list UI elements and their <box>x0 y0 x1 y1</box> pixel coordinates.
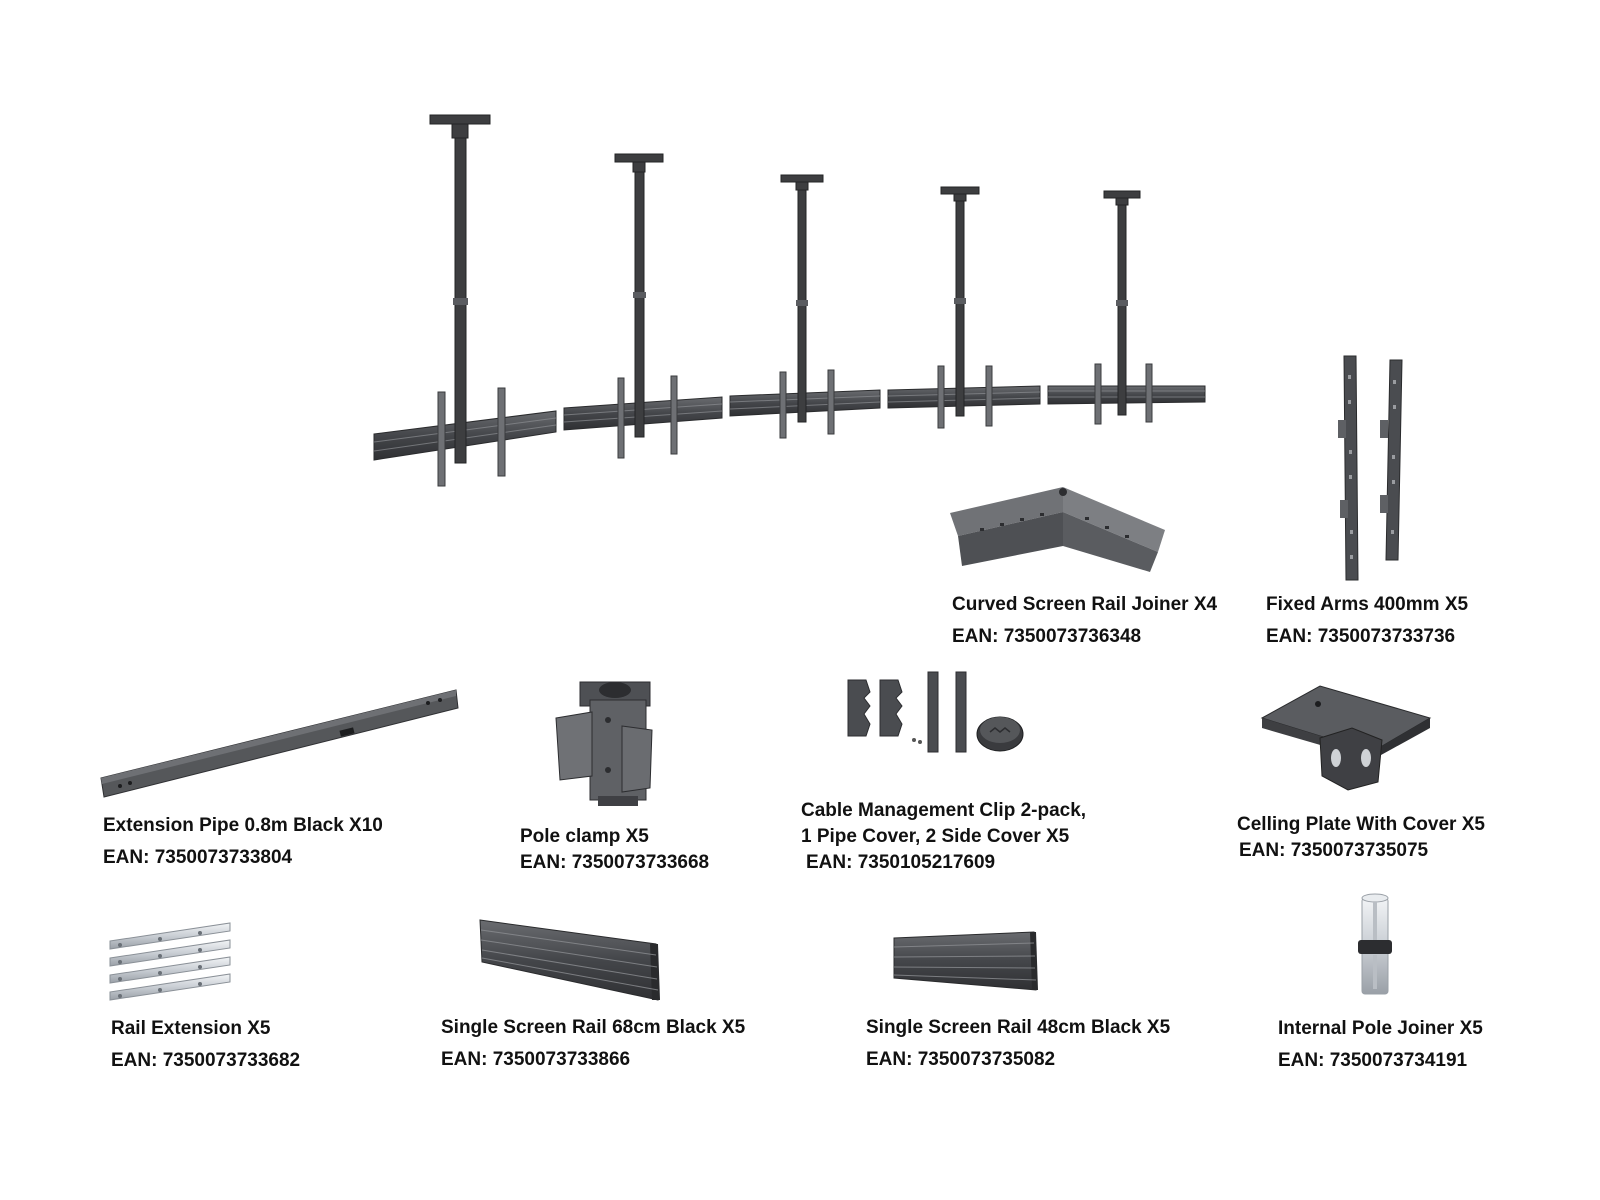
product-ean: EAN: 7350073736348 <box>952 626 1142 647</box>
product-name: Fixed Arms 400mm X5 <box>1266 594 1469 615</box>
product-name: Single Screen Rail 68cm Black X5 <box>441 1017 746 1038</box>
internal-pole-joiner-icon <box>1358 893 1392 995</box>
product-name: Internal Pole Joiner X5 <box>1278 1018 1483 1039</box>
product-name-line2: 1 Pipe Cover, 2 Side Cover X5 <box>801 826 1070 847</box>
product-label: Extension Pipe 0.8m Black X10 EAN: 73500… <box>103 813 383 871</box>
ceiling-plate-icon <box>1260 685 1432 791</box>
product-label: Internal Pole Joiner X5 EAN: 73500737341… <box>1278 1016 1483 1074</box>
product-label: Single Screen Rail 68cm Black X5 EAN: 73… <box>441 1015 745 1073</box>
product-name: Single Screen Rail 48cm Black X5 <box>866 1017 1171 1038</box>
product-ean: EAN: 7350073733804 <box>103 847 293 868</box>
product-label: Cable Management Clip 2-pack, 1 Pipe Cov… <box>801 798 1086 876</box>
product-label: Pole clamp X5 EAN: 7350073733668 <box>520 824 709 876</box>
product-name-line1: Cable Management Clip 2-pack, <box>801 800 1087 821</box>
product-label: Rail Extension X5 EAN: 7350073733682 <box>111 1016 300 1074</box>
product-name: Extension Pipe 0.8m Black X10 <box>103 815 383 836</box>
extension-pipe-icon <box>100 689 459 798</box>
product-ean: EAN: 7350073733736 <box>1266 626 1456 647</box>
fixed-arms-icon <box>1338 355 1403 581</box>
rail-extension-icon <box>109 922 231 1001</box>
product-label: Single Screen Rail 48cm Black X5 EAN: 73… <box>866 1015 1170 1073</box>
curved-screen-rail-joiner-icon <box>950 487 1165 572</box>
product-ean: EAN: 7350073733866 <box>441 1049 631 1070</box>
product-ean: EAN: 7350105217609 <box>806 852 996 873</box>
ceiling-mount-assembly-icon <box>373 114 1206 487</box>
single-screen-rail-68-icon <box>479 919 660 1001</box>
pole-clamp-icon <box>555 681 653 806</box>
product-name: Pole clamp X5 <box>520 826 649 847</box>
product-ean: EAN: 7350073734191 <box>1278 1050 1468 1071</box>
product-label: Celling Plate With Cover X5 EAN: 7350073… <box>1237 812 1485 864</box>
single-screen-rail-48-icon <box>893 931 1038 991</box>
product-ean: EAN: 7350073733668 <box>520 852 710 873</box>
product-name: Rail Extension X5 <box>111 1018 271 1039</box>
product-ean: EAN: 7350073735082 <box>866 1049 1056 1070</box>
product-ean: EAN: 7350073733682 <box>111 1050 301 1071</box>
product-ean: EAN: 7350073735075 <box>1239 840 1429 861</box>
product-name: Celling Plate With Cover X5 <box>1237 814 1485 835</box>
cable-management-clip-icon <box>847 671 1024 753</box>
product-label: Fixed Arms 400mm X5 EAN: 7350073733736 <box>1266 592 1468 650</box>
product-label: Curved Screen Rail Joiner X4 EAN: 735007… <box>952 592 1217 650</box>
product-name: Curved Screen Rail Joiner X4 <box>952 594 1218 615</box>
